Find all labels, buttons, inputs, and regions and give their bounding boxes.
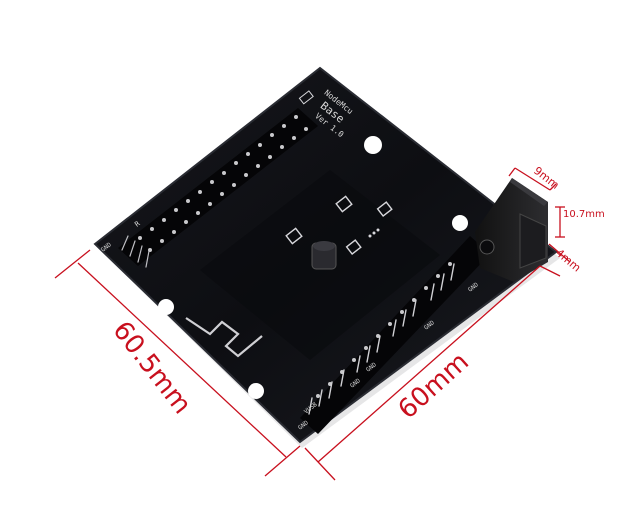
pin-header-top — [118, 108, 318, 268]
smd-components — [285, 195, 393, 256]
pin-header-bottom — [300, 236, 490, 434]
dim-label-jack-height: 10.7mm — [563, 209, 605, 220]
dc-barrel-jack — [475, 178, 548, 282]
mounting-holes — [158, 136, 468, 399]
dim-label-jack-offset: 4mm — [553, 246, 583, 274]
dim-line-width — [77, 262, 287, 458]
led-dots — [368, 228, 380, 238]
svg-text:R: R — [133, 219, 142, 228]
dimension-annotations — [54, 167, 571, 481]
dim-line-length — [317, 265, 541, 463]
inductor — [311, 241, 337, 270]
antenna-silkscreen — [185, 317, 263, 358]
